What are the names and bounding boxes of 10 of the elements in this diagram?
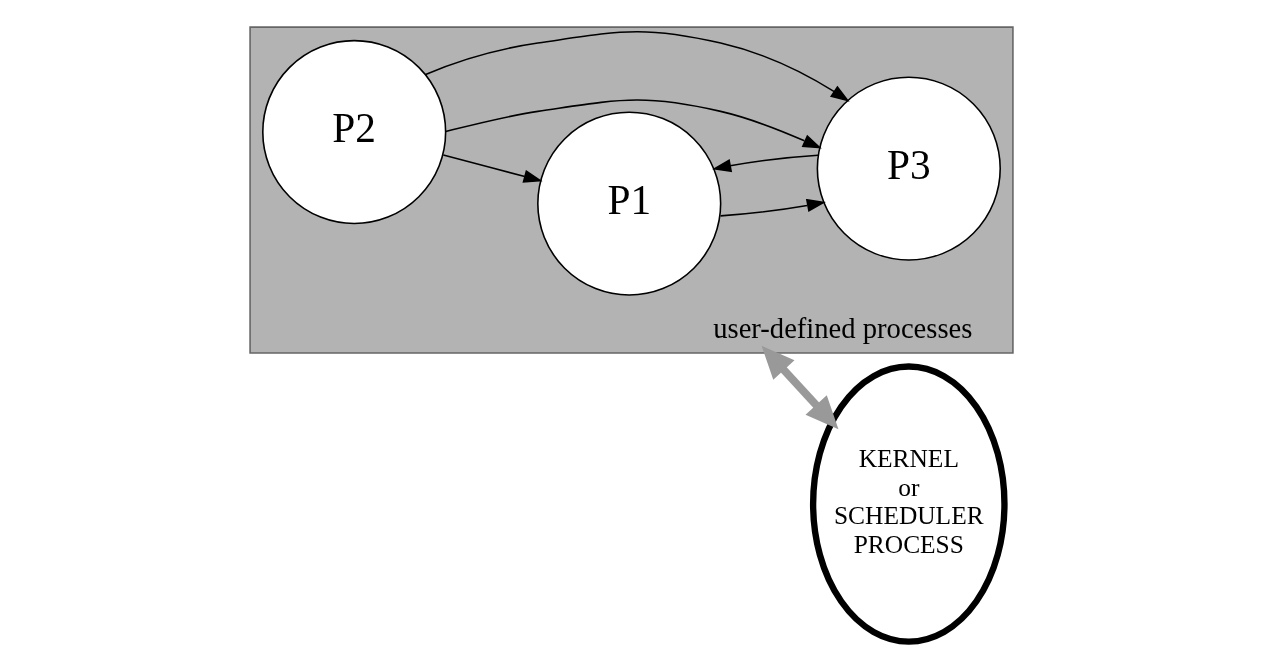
arrow bbox=[444, 99, 822, 149]
node-circle: P2 bbox=[261, 39, 446, 225]
arrow bbox=[711, 154, 819, 173]
node-circle: P3 bbox=[816, 76, 1001, 261]
node-ellipse: KERNEL or SCHEDULER PROCESS bbox=[809, 363, 1008, 645]
arrow bbox=[761, 345, 838, 430]
arrow bbox=[442, 154, 543, 183]
node-circle: P1 bbox=[536, 111, 721, 296]
arrow bbox=[719, 198, 826, 217]
arrow bbox=[424, 30, 850, 102]
